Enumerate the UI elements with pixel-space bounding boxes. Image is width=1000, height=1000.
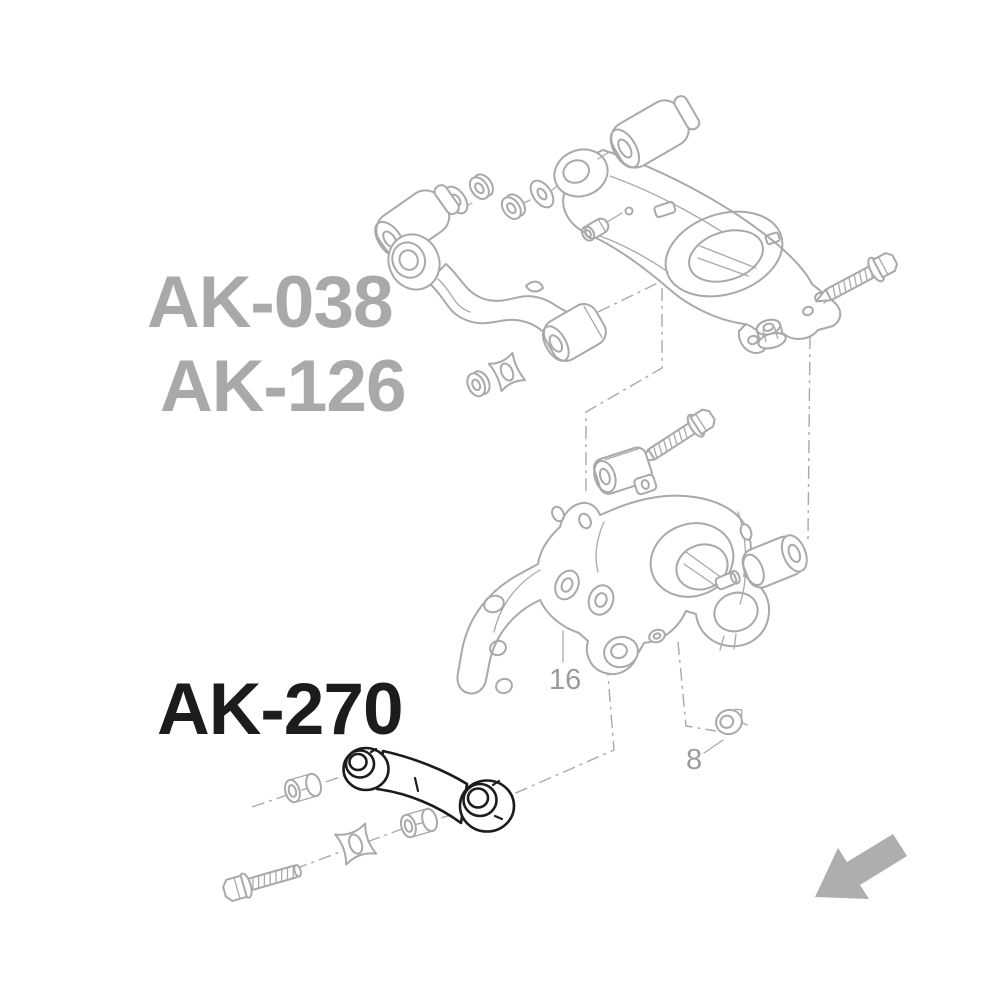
lower-arm-bolt — [815, 252, 899, 303]
lower-arm-bushing — [609, 95, 701, 169]
toe-arm-cam-plate — [334, 822, 378, 866]
upper-control-arm — [374, 184, 607, 398]
label-ak-126: AK-126 — [160, 346, 407, 427]
upper-arm-rear-bushing — [541, 303, 607, 362]
upper-arm-cam-nut — [466, 370, 491, 398]
toe-arm-bolt — [222, 863, 302, 902]
lower-arm-nut — [755, 318, 787, 350]
label-ak-038: AK-038 — [147, 262, 394, 343]
lower-arm-plug-bolt — [581, 217, 610, 242]
rear-lower-control-arm — [553, 95, 899, 354]
toe-arm — [342, 746, 516, 833]
toe-arm-hardware — [222, 772, 439, 902]
part-number-16: 16 — [549, 664, 582, 696]
rear-knuckle — [456, 408, 808, 695]
direction-arrow-icon — [815, 834, 907, 899]
part-number-8: 8 — [686, 744, 703, 776]
upper-control-arm-hardware — [435, 173, 561, 231]
knuckle-clamp-bushing — [593, 446, 658, 496]
toe-arm-bushing-front — [283, 772, 323, 804]
nut-part-8 — [715, 708, 748, 736]
knuckle-rear-bushing — [741, 534, 808, 589]
upper-arm-cam-plate — [487, 351, 527, 393]
label-ak-270: AK-270 — [157, 669, 404, 750]
toe-arm-bushing-rear — [399, 807, 439, 839]
leader-lines — [562, 630, 724, 754]
